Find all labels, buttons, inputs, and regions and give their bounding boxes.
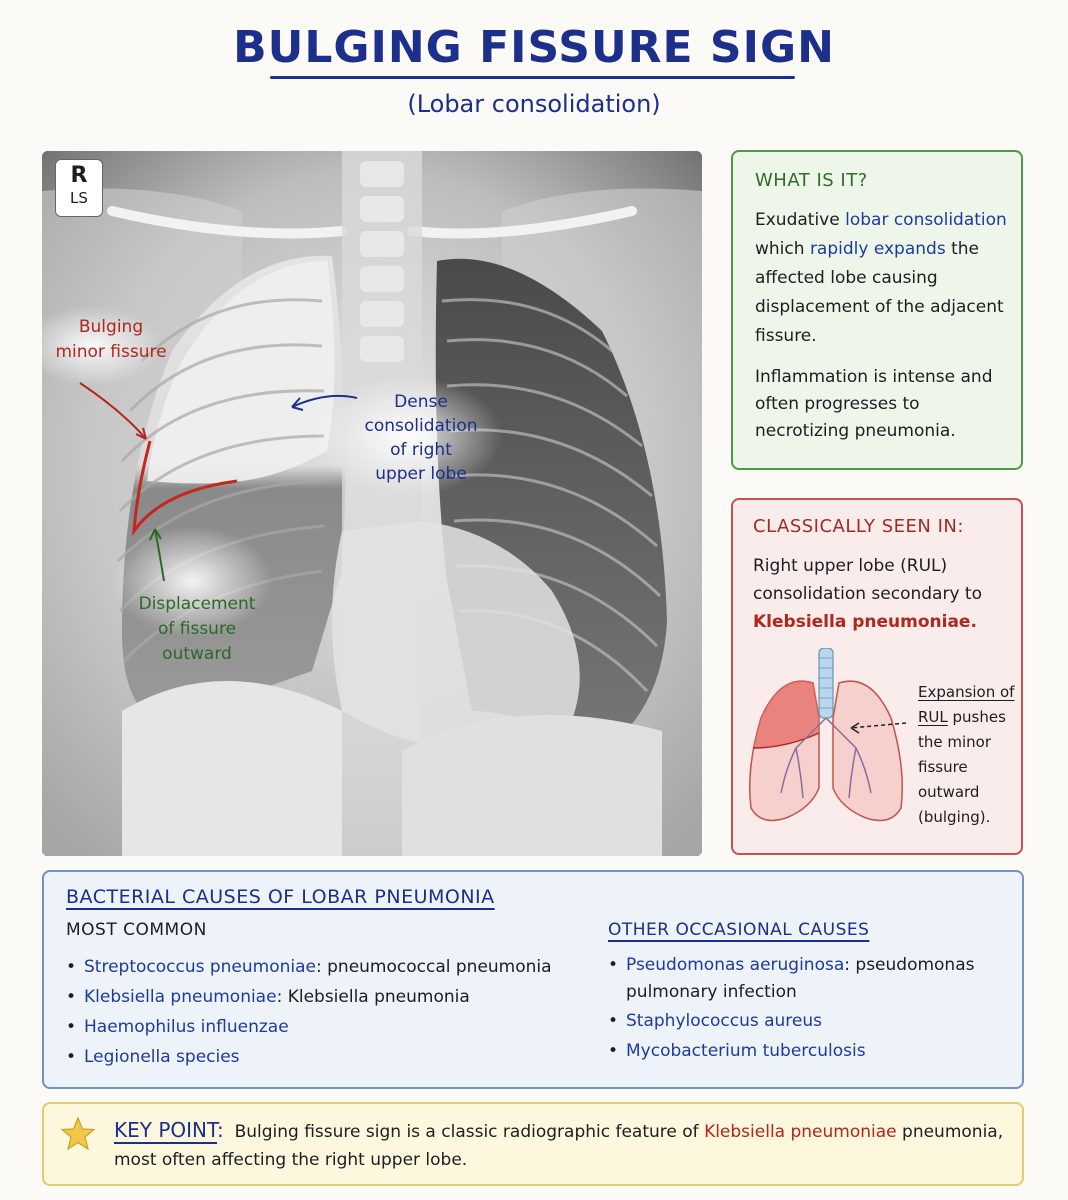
key-point-label: KEY POINT [114, 1118, 218, 1142]
organism-name: Streptococcus pneumoniae [84, 957, 316, 977]
side-marker-r: R [70, 163, 88, 188]
dense-consolidation-label: Dense consolidation of right upper lobe [364, 392, 478, 484]
cause-item: Haemophilus influenzae [66, 1012, 586, 1042]
cause-item: Legionella species [66, 1042, 586, 1072]
classically-paragraph: Right upper lobe (RUL) consolidation sec… [753, 556, 982, 632]
cause-item: Mycobacterium tuberculosis [608, 1036, 1008, 1066]
organism-name: Pseudomonas aeruginosa [626, 955, 845, 975]
other-causes-list: Pseudomonas aeruginosa: pseudomonas pulm… [608, 952, 1008, 1066]
key-point-text: KEY POINT: Bulging fissure sign is a cla… [114, 1118, 1004, 1170]
chest-xray-image [42, 151, 702, 856]
bulging-fissure-line [132, 440, 238, 537]
most-common-heading: MOST COMMON [66, 920, 207, 940]
organism-name: Haemophilus influenzae [84, 1017, 289, 1037]
page-subtitle: (Lobar consolidation) [407, 90, 661, 118]
organism-description: : Klebsiella pneumonia [276, 987, 470, 1007]
bulging-arrow [79, 382, 147, 440]
organism-name: Klebsiella pneumoniae [84, 987, 277, 1007]
what-is-it-paragraph-1: Exudative lobar consolidation which rapi… [755, 210, 1007, 346]
organism-description: : pseudomonas pulmonary infection [626, 955, 975, 1002]
cause-item: Streptococcus pneumoniae: pneumococcal p… [66, 952, 586, 982]
most-common-list: Streptococcus pneumoniae: pneumococcal p… [66, 952, 586, 1072]
causes-heading: BACTERIAL CAUSES OF LOBAR PNEUMONIA [66, 886, 495, 908]
cause-item: Klebsiella pneumoniae: Klebsiella pneumo… [66, 982, 586, 1012]
bacterial-causes-box: BACTERIAL CAUSES OF LOBAR PNEUMONIA MOST… [42, 870, 1024, 1089]
displacement-arrow [154, 528, 165, 582]
other-causes-heading: OTHER OCCASIONAL CAUSES [608, 920, 870, 940]
key-point-box: KEY POINT: Bulging fissure sign is a cla… [42, 1102, 1024, 1186]
title-underline [270, 76, 795, 79]
star-icon [60, 1116, 96, 1151]
expansion-note: Expansion of RUL pushes the minor fissur… [918, 683, 1015, 826]
cause-item: Staphylococcus aureus [608, 1006, 1008, 1036]
label-backdrop [112, 526, 272, 636]
organism-name: Mycobacterium tuberculosis [626, 1041, 866, 1061]
xray-drawing [42, 151, 702, 856]
dense-consolidation-arrow [291, 394, 358, 408]
classically-heading: CLASSICALLY SEEN IN: [753, 516, 964, 537]
what-is-it-paragraph-2: Inflammation is intense and often progre… [755, 367, 993, 441]
side-marker: R LS [55, 159, 103, 217]
cause-item: Pseudomonas aeruginosa: pseudomonas pulm… [608, 952, 1008, 1006]
organism-name: Legionella species [84, 1047, 240, 1067]
page-title: BULGING FISSURE SIGN [233, 22, 835, 73]
what-is-it-box: WHAT IS IT? Exudative lobar consolidatio… [731, 150, 1023, 470]
organism-description: : pneumococcal pneumonia [316, 957, 552, 977]
what-is-it-heading: WHAT IS IT? [755, 170, 868, 191]
classically-seen-box: CLASSICALLY SEEN IN: Right upper lobe (R… [731, 498, 1023, 855]
bulging-fissure-label: Bulging minor fissure [55, 317, 167, 362]
organism-name: Staphylococcus aureus [626, 1011, 822, 1031]
label-backdrop [42, 306, 162, 386]
label-backdrop [312, 376, 502, 496]
lungs-illustration [749, 648, 907, 822]
side-marker-ls: LS [70, 189, 88, 207]
displacement-label: Displacement of fissure outward [138, 594, 256, 664]
